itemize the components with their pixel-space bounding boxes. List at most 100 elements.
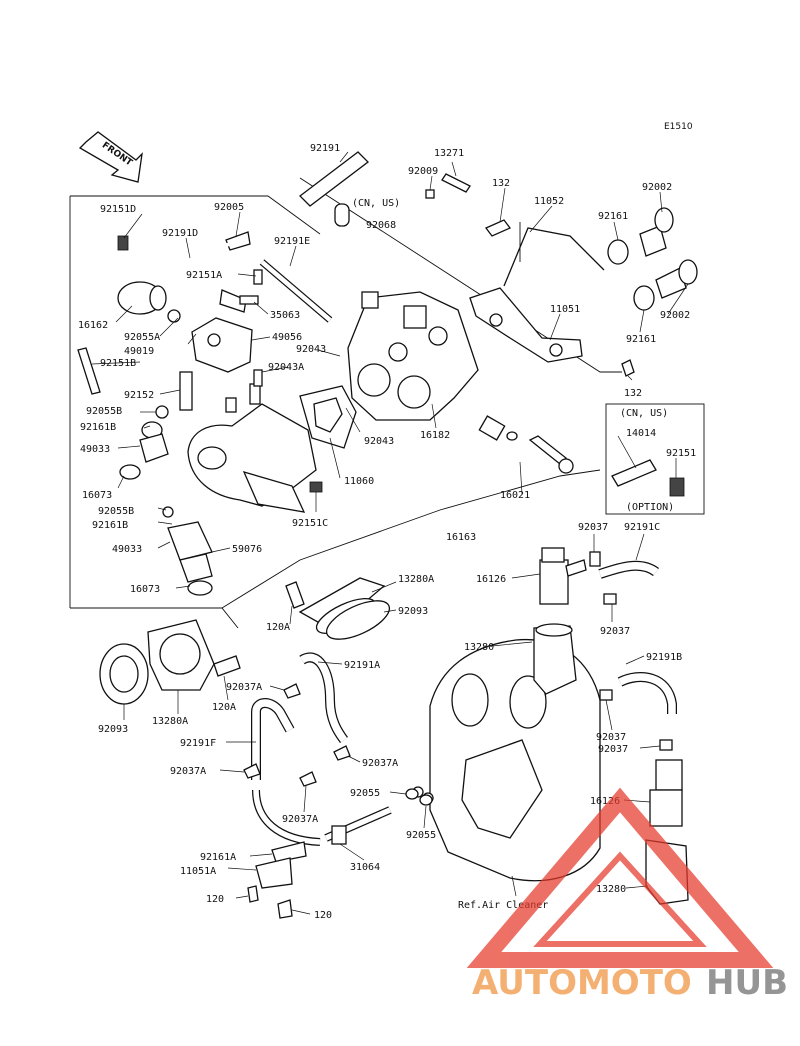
- bolt-92002-mid: [655, 259, 698, 299]
- label-92009: 92009: [408, 166, 438, 177]
- label-16126-low: 16126: [590, 796, 620, 807]
- bolt-120-b: [277, 899, 293, 919]
- air-cleaner-housing: [412, 638, 601, 882]
- cn-us-note: (CN, US): [334, 198, 400, 227]
- label-92161B-mid: 92161B: [92, 520, 128, 531]
- label-92002-top: 92002: [642, 182, 672, 193]
- clamp-92037-d: [659, 739, 673, 751]
- hose-long-lower: [252, 789, 321, 846]
- label-31064: 31064: [350, 862, 380, 873]
- label-92002-mid: 92002: [660, 310, 690, 321]
- bolt-120-a: [247, 885, 259, 903]
- label-92161-mid: 92161: [626, 334, 656, 345]
- clamp-35063: [239, 295, 259, 305]
- option-region-label: (CN, US): [620, 408, 668, 419]
- bracket-14014: [611, 459, 657, 487]
- plate-13271: [441, 173, 471, 193]
- gasket-11060: [299, 385, 357, 449]
- bolt-120A-mid: [213, 655, 241, 677]
- clamp-92037A-d: [299, 771, 317, 787]
- label-11060: 11060: [344, 476, 374, 487]
- hose-92191: [299, 151, 369, 207]
- bolt-120A-top: [285, 581, 305, 609]
- throttle-body: [347, 291, 479, 421]
- label-92151: 92151: [666, 448, 696, 459]
- label-92161A: 92161A: [200, 852, 236, 863]
- clamp-92037A-a: [283, 683, 301, 699]
- label-14014: 14014: [626, 428, 656, 439]
- label-92037-d: 92037: [598, 744, 628, 755]
- label-120-a: 120: [206, 894, 224, 905]
- watermark-triangle: [466, 787, 774, 968]
- label-92068: 92068: [366, 220, 396, 231]
- front-arrow: FRONT: [78, 131, 143, 183]
- hose-92191B: [617, 672, 677, 714]
- pin-92043A: [253, 369, 263, 387]
- label-92151C: 92151C: [292, 518, 328, 529]
- label-132-mid: 132: [624, 388, 642, 399]
- label-49019: 49019: [124, 346, 154, 357]
- diagram-code: E1510: [664, 122, 693, 132]
- label-13271: 13271: [434, 148, 464, 159]
- bolt-92002-upper: [639, 207, 674, 257]
- label-59076: 59076: [232, 544, 262, 555]
- label-49056: 49056: [272, 332, 302, 343]
- injector-49033-lower: [162, 506, 213, 596]
- label-16073-top: 16073: [82, 490, 112, 501]
- label-16162: 16162: [78, 320, 108, 331]
- hose-92191C: [598, 560, 659, 579]
- leader-lines: [91, 151, 689, 915]
- delivery-pipe-49056: [191, 289, 253, 373]
- bolt-92151C: [309, 481, 323, 493]
- bushing-92161-mid: [633, 285, 655, 311]
- clamp-92037A-c: [243, 763, 261, 779]
- label-92152: 92152: [124, 390, 154, 401]
- label-49033-top: 49033: [80, 444, 110, 455]
- label-11052: 11052: [534, 196, 564, 207]
- label-92151B: 92151B: [100, 358, 136, 369]
- label-92093-top: 92093: [398, 606, 428, 617]
- bolt-132-top: [484, 219, 512, 237]
- label-92191F: 92191F: [180, 738, 216, 749]
- oring-92055-a: [405, 788, 419, 800]
- label-13280A-top: 13280A: [398, 574, 434, 585]
- collar-92152: [179, 371, 193, 411]
- label-92191A: 92191A: [344, 660, 380, 671]
- label-11051A: 11051A: [180, 866, 216, 877]
- bolt-132-mid: [621, 359, 635, 377]
- cap-92068: [334, 203, 350, 227]
- pipe-31064: [324, 806, 392, 845]
- label-16073-mid: 16073: [130, 584, 160, 595]
- label-11051: 11051: [550, 304, 580, 315]
- label-92191E: 92191E: [274, 236, 310, 247]
- label-120A-mid: 120A: [212, 702, 236, 713]
- label-120-b: 120: [314, 910, 332, 921]
- screw-92009: [425, 189, 435, 199]
- bracket-11051A: [255, 857, 293, 889]
- label-92055A: 92055A: [124, 332, 160, 343]
- watermark-auto: AUTOMOTO: [472, 963, 692, 1003]
- sensor-16021: [478, 415, 574, 474]
- label-92191B: 92191B: [646, 652, 682, 663]
- grommet-92161A: [271, 841, 307, 863]
- label-92191C: 92191C: [624, 522, 660, 533]
- bushing-92161-upper: [607, 239, 629, 265]
- label-13280-mid: 13280: [464, 642, 494, 653]
- option-label: (OPTION): [626, 502, 674, 513]
- injector-49033-upper: [119, 405, 169, 480]
- label-92161-top: 92161: [598, 211, 628, 222]
- label-13280-low: 13280: [596, 884, 626, 895]
- label-92161B-top: 92161B: [80, 422, 116, 433]
- cn-us-note-label: (CN, US): [352, 198, 400, 209]
- bolt-92151B: [77, 347, 101, 395]
- ref-air-cleaner-label: Ref.Air Cleaner: [458, 900, 548, 911]
- hose-92191A: [299, 652, 349, 743]
- fitting-92005: [225, 231, 251, 251]
- label-92037A-d: 92037A: [282, 814, 318, 825]
- label-92043A: 92043A: [268, 362, 304, 373]
- label-92043-mid: 92043: [364, 436, 394, 447]
- label-92005: 92005: [214, 202, 244, 213]
- label-92055B-mid: 92055B: [98, 506, 134, 517]
- part-labels: 92191 13271 92009 132 11052 92002 92151D…: [78, 143, 696, 921]
